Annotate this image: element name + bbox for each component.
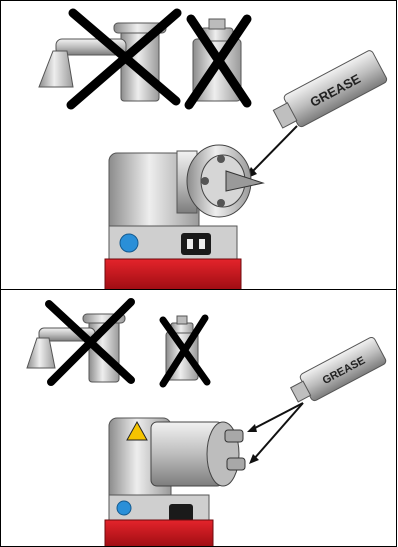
connector-block bbox=[181, 233, 211, 255]
application-arrows bbox=[247, 403, 303, 464]
red-base bbox=[105, 520, 213, 547]
instruction-panel-bottom: GREASE bbox=[0, 289, 397, 547]
grease-tube: GREASE bbox=[270, 49, 388, 135]
blue-indicator-icon bbox=[120, 234, 138, 252]
grinder-head-unit bbox=[105, 418, 245, 547]
connector-block bbox=[169, 504, 193, 522]
application-arrow bbox=[245, 126, 297, 179]
panel-top-illustration: GREASE bbox=[1, 1, 397, 290]
grease-tube: GREASE bbox=[287, 336, 387, 408]
instruction-panel-top: GREASE bbox=[0, 0, 397, 290]
grinder-head-unit bbox=[105, 145, 263, 290]
blue-indicator-icon bbox=[117, 501, 131, 515]
red-base bbox=[105, 259, 241, 290]
panel-bottom-illustration: GREASE bbox=[1, 290, 397, 547]
